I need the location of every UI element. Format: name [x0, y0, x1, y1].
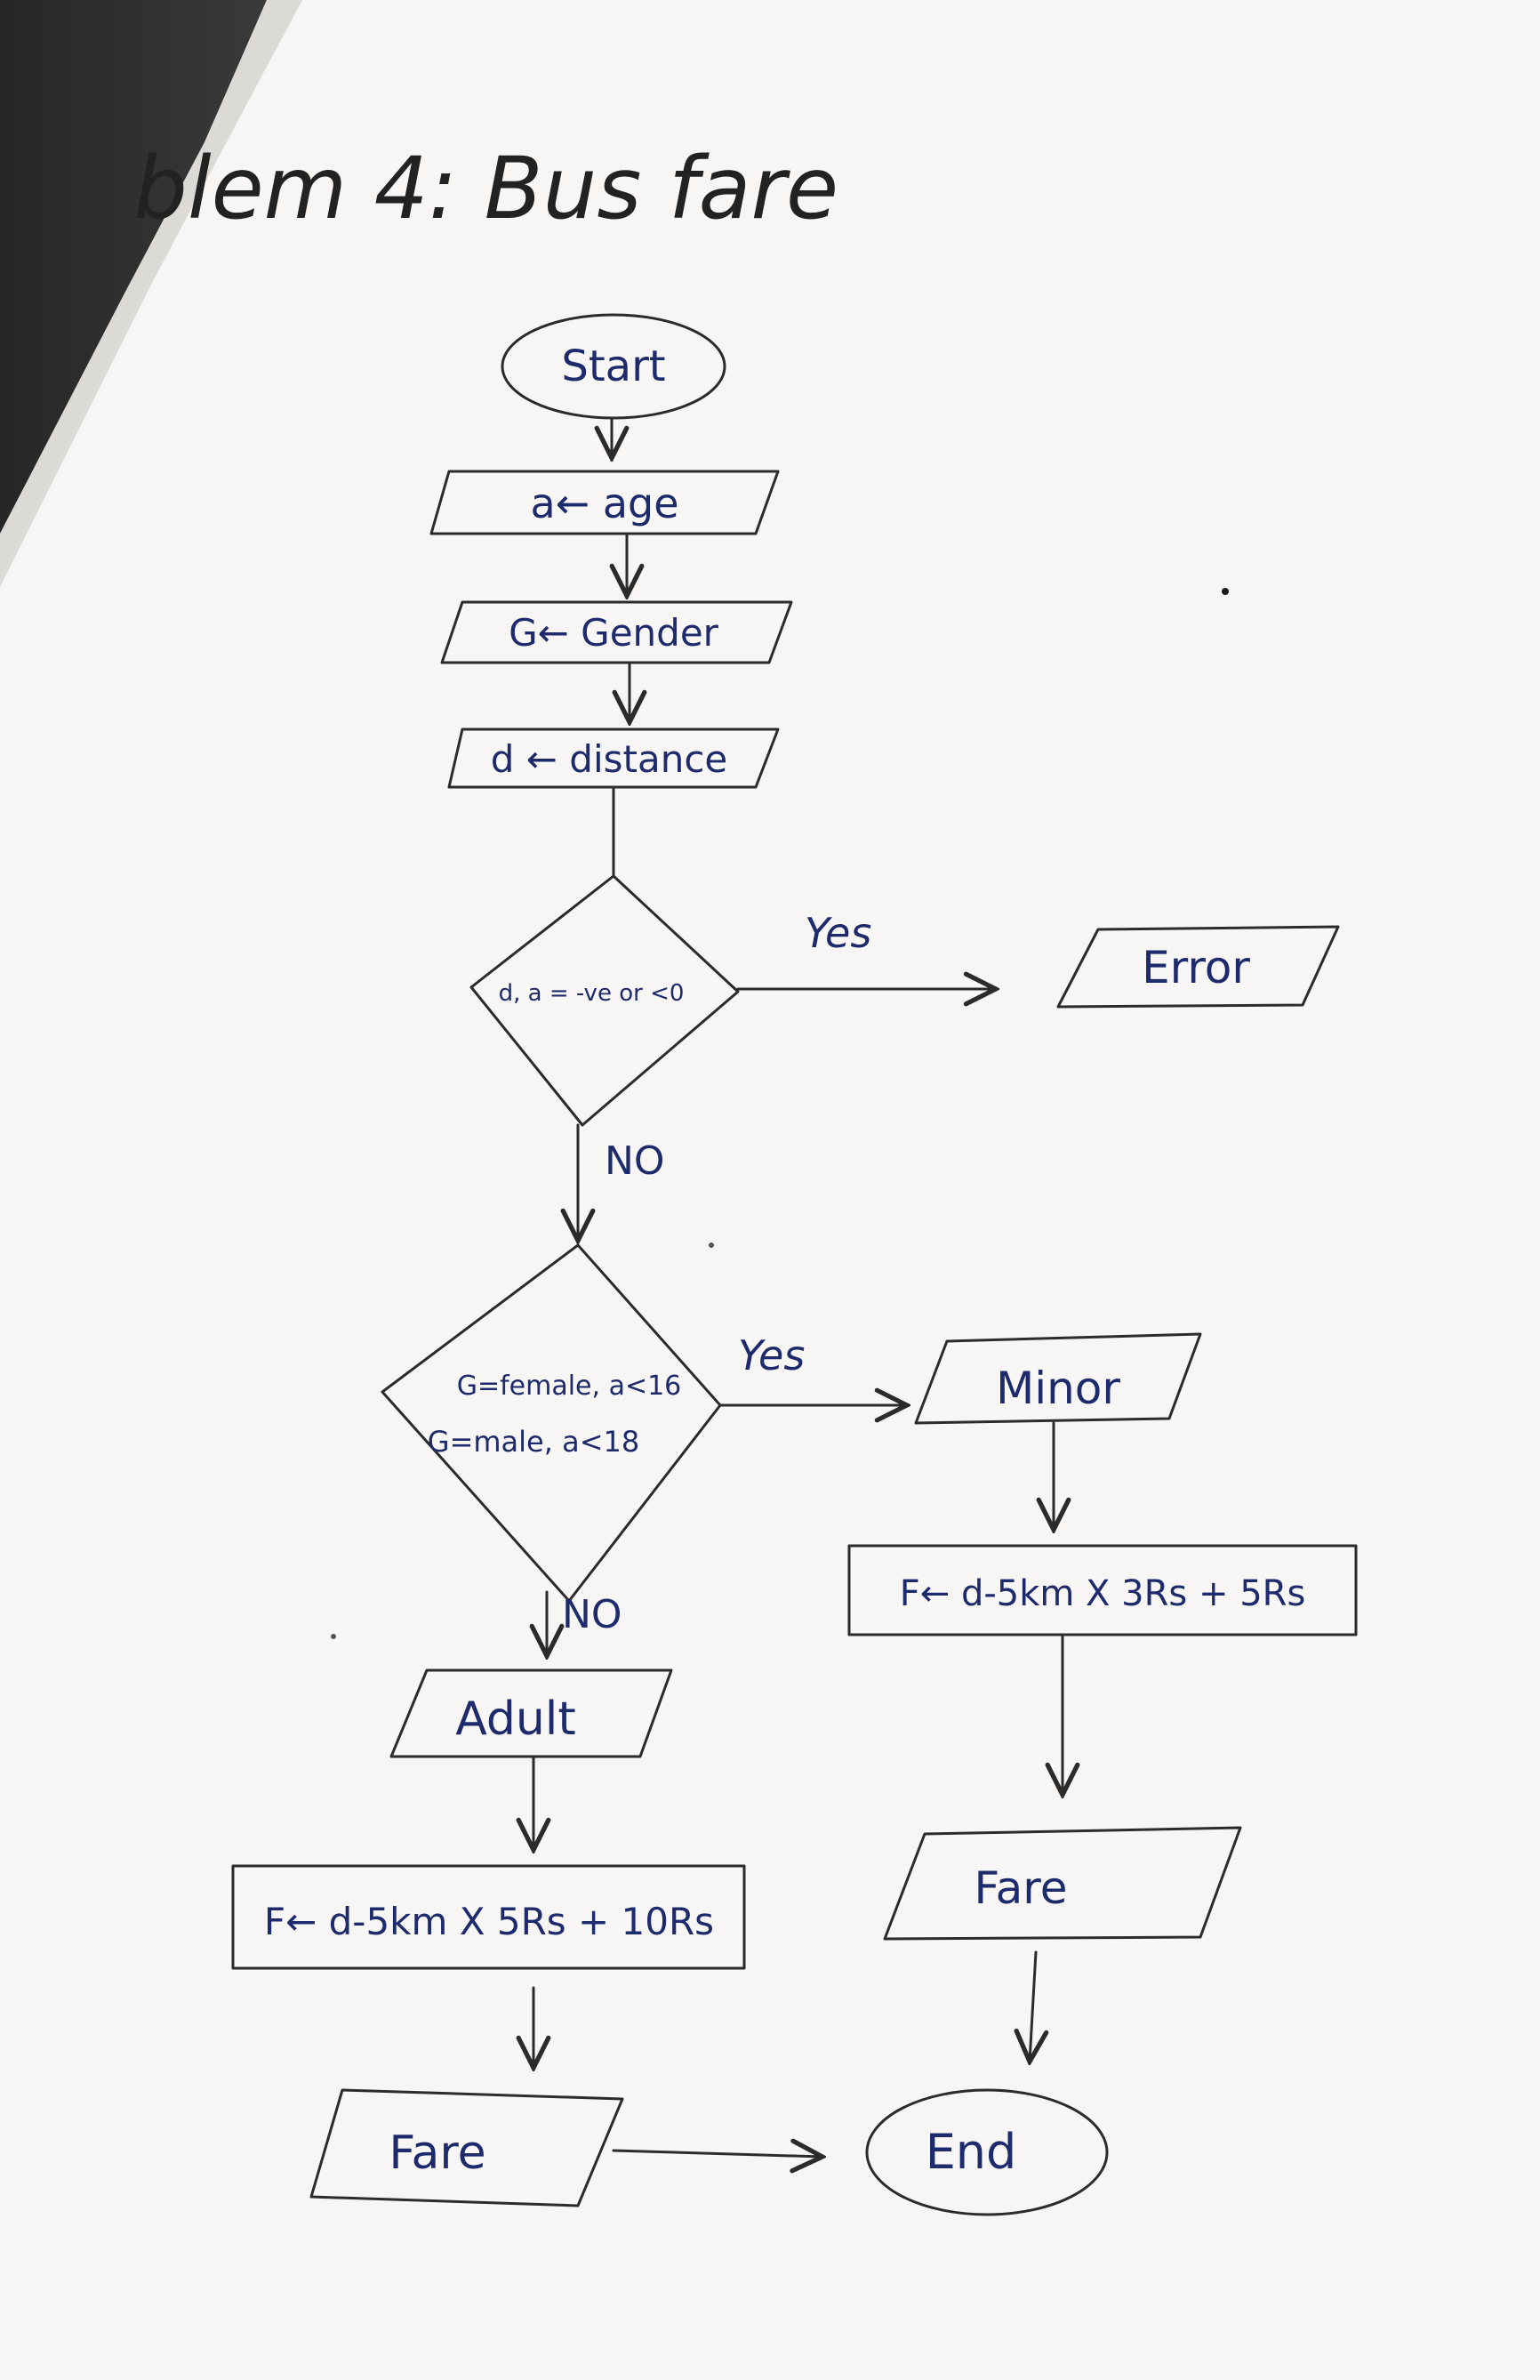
- edge-valid-yes: Yes: [805, 909, 871, 957]
- input-gender-label: G← Gender: [509, 611, 719, 655]
- adult-fare-calc-label: F← d-5km X 5Rs + 10Rs: [264, 1900, 714, 1943]
- adult-fare-output-label: Fare: [389, 2127, 485, 2180]
- edge-minor-no: NO: [562, 1592, 622, 1637]
- decision-valid-diamond: [469, 874, 740, 1127]
- input-age-box: [429, 470, 780, 535]
- arrow-adult-output-end: [612, 2151, 822, 2157]
- minor-label: Minor: [996, 1363, 1120, 1414]
- decision-minor-diamond: [381, 1243, 722, 1603]
- minor-output-box: [914, 1332, 1202, 1425]
- error-output-box: [1056, 925, 1340, 1009]
- decision-minor-label-2: G=male, a<18: [428, 1425, 639, 1459]
- error-label: Error: [1142, 942, 1250, 993]
- page-title: blem 4: Bus fare: [133, 139, 838, 238]
- input-age-label: a← age: [530, 479, 678, 527]
- minor-fare-calc-label: F← d-5km X 3Rs + 5Rs: [900, 1573, 1306, 1614]
- start-terminal: [501, 313, 726, 420]
- minor-fare-calc-box: [847, 1544, 1358, 1636]
- arrow-minor-output-end: [1030, 1950, 1036, 2062]
- end-label: End: [926, 2124, 1017, 2180]
- input-distance-label: d ← distance: [491, 737, 728, 781]
- start-label: Start: [561, 342, 665, 391]
- edge-minor-yes: Yes: [738, 1331, 805, 1379]
- decision-valid-label: d, a = -ve or <0: [499, 980, 685, 1007]
- edge-valid-no: NO: [605, 1138, 665, 1184]
- adult-output-box: [389, 1668, 673, 1758]
- ink-dot: [331, 1634, 336, 1639]
- decision-minor-label-1: G=female, a<16: [457, 1371, 682, 1402]
- minor-fare-output-box: [883, 1826, 1242, 1941]
- input-gender-box: [440, 600, 793, 664]
- page-shadow: [0, 0, 267, 534]
- adult-fare-output-box: [309, 2088, 624, 2207]
- end-terminal: [865, 2088, 1109, 2216]
- input-distance-box: [447, 728, 780, 789]
- adult-fare-calc-box: [231, 1864, 746, 1970]
- ink-dot: [709, 1242, 714, 1248]
- minor-fare-output-label: Fare: [974, 1862, 1067, 1914]
- ink-dot: [1222, 588, 1229, 595]
- adult-label: Adult: [455, 1693, 575, 1746]
